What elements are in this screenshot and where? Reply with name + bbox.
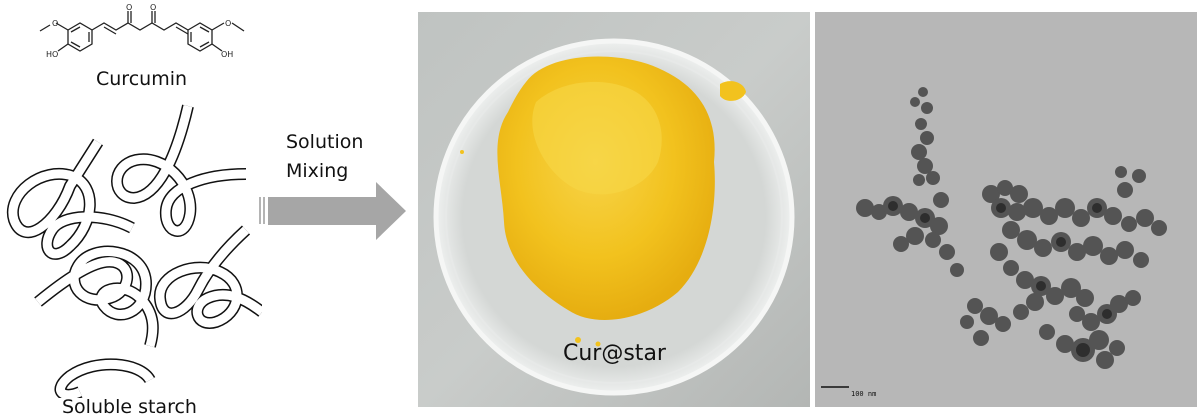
process-label-line2: Mixing xyxy=(286,160,349,182)
soluble-starch-label: Soluble starch xyxy=(62,396,197,418)
oxygen-atom-left: O xyxy=(52,19,58,28)
carbonyl-oxygen-1: O xyxy=(126,4,132,12)
process-label: Solution Mixing xyxy=(286,128,363,186)
hydroxyl-left: HO xyxy=(46,50,58,59)
curcumin-structure: O HO O O O OH xyxy=(39,4,245,59)
tem-scale-bar-label: 100 nm xyxy=(851,390,877,398)
tem-micrograph xyxy=(815,12,1197,407)
starch-coils-drawing xyxy=(6,104,262,398)
hydroxyl-right: OH xyxy=(221,50,233,59)
curcumin-label: Curcumin xyxy=(96,68,188,90)
process-label-line1: Solution xyxy=(286,131,364,153)
oxygen-atom-right: O xyxy=(225,19,231,28)
product-photo xyxy=(418,12,810,407)
carbonyl-oxygen-2: O xyxy=(150,4,156,12)
process-arrow xyxy=(259,182,406,240)
product-label: Cur@star xyxy=(563,341,666,366)
